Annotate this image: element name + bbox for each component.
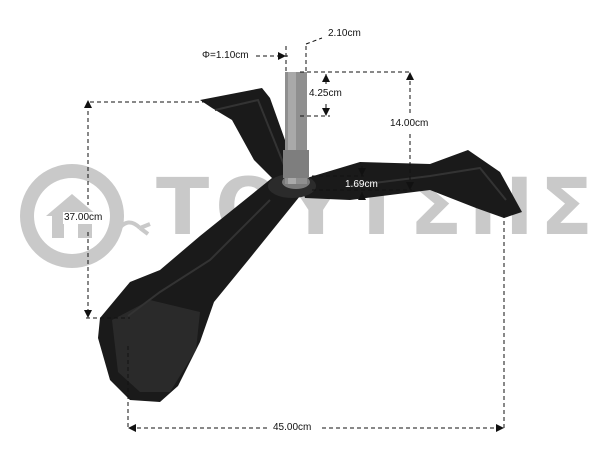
arrow-width-right — [496, 424, 504, 432]
arrow-shaft-top — [406, 72, 414, 80]
spider-arm-top — [200, 88, 295, 186]
watermark-plug-icon — [116, 220, 151, 236]
arrow-height-bottom — [84, 310, 92, 318]
arrow-width-left — [128, 424, 136, 432]
dimension-shaft-tip: 4.25cm — [308, 88, 343, 100]
dimension-shaft-height: 14.00cm — [389, 118, 430, 130]
dimension-shaft-diameter: Φ=1.10cm — [201, 50, 250, 62]
dimension-hub-thickness: 1.69cm — [345, 179, 378, 190]
dimension-height: 37.00cm — [63, 212, 104, 224]
arrow-height-top — [84, 100, 92, 108]
dimension-width: 45.00cm — [272, 422, 313, 434]
dimension-shaft-spline: 2.10cm — [327, 28, 362, 40]
arrow-shaft-bottom — [406, 182, 414, 190]
